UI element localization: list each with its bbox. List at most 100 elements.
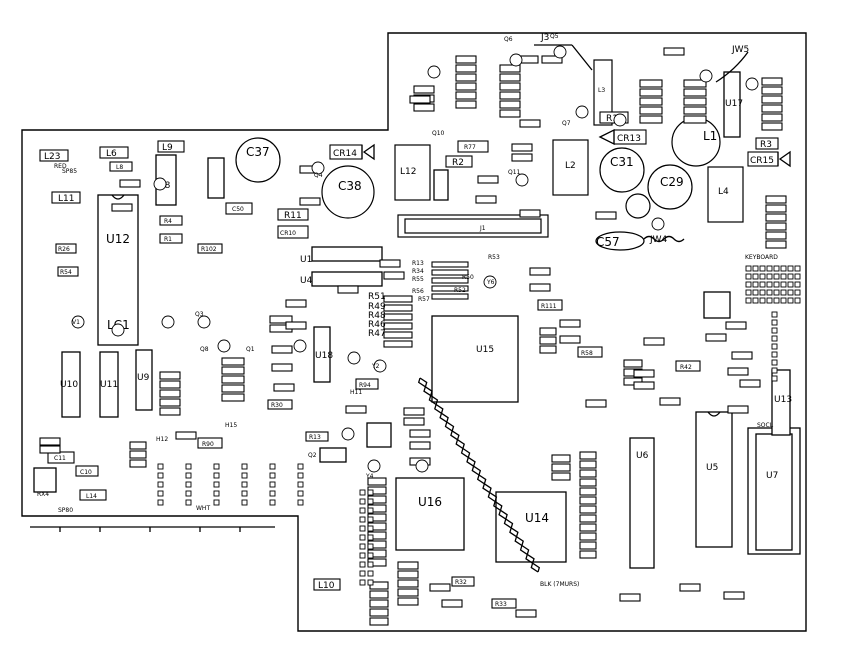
resistor-label: R54 — [60, 269, 72, 276]
diode-symbol — [361, 143, 375, 161]
ic-body-small — [207, 157, 225, 199]
round-component — [509, 53, 523, 67]
resistor-small — [345, 405, 367, 414]
inductor-label: L2 — [565, 161, 576, 171]
resistor-small — [559, 335, 581, 344]
resistor-small — [129, 459, 147, 468]
test-pad — [185, 490, 192, 497]
test-pad — [367, 507, 374, 514]
ic-label: U11 — [100, 380, 118, 390]
keyboard-pad — [794, 273, 801, 280]
resistor-small — [761, 86, 783, 95]
resistor-label: C50 — [232, 206, 244, 213]
resistor-small — [409, 95, 431, 104]
label-socl: SOCL — [757, 422, 774, 429]
ic-label: U18 — [315, 351, 333, 361]
keyboard-pad — [773, 273, 780, 280]
resistor-small — [455, 55, 477, 64]
ic-body — [723, 71, 741, 138]
ic-label: U17 — [725, 99, 743, 109]
inductor-body — [394, 144, 431, 201]
keyboard-pad — [752, 265, 759, 272]
resistor-bank — [383, 313, 413, 321]
round-component — [553, 45, 567, 59]
test-pad — [367, 561, 374, 568]
resistor-small — [159, 407, 181, 416]
label-r13: R13 — [412, 260, 424, 267]
resistor-small — [519, 119, 541, 128]
resistor-small — [765, 213, 787, 222]
resistor — [75, 465, 99, 477]
test-pad — [213, 481, 220, 488]
resistor-small — [725, 321, 747, 330]
ic-body-small — [703, 291, 731, 319]
resistor-bank — [431, 261, 469, 268]
resistor-label: R13 — [309, 434, 321, 441]
resistor-label: L23 — [44, 152, 60, 162]
ic-body — [311, 271, 383, 287]
label-q8: Q8 — [200, 346, 209, 353]
jumper-wire-jw4 — [643, 235, 685, 243]
inductor-body — [593, 59, 613, 126]
ic-body-inner — [755, 433, 793, 551]
test-pad — [359, 570, 366, 577]
resistor — [39, 149, 69, 162]
label-jw5: JW5 — [731, 45, 749, 55]
label-q7: Q7 — [562, 120, 571, 127]
resistor-small — [579, 550, 597, 559]
resistor-small — [383, 271, 405, 280]
label-q1: Q1 — [246, 346, 255, 353]
resistor-small — [271, 345, 293, 354]
keyboard-pad — [773, 265, 780, 272]
resistor-bank — [431, 269, 469, 276]
diode-label: CR10 — [280, 230, 296, 237]
resistor-small — [271, 363, 293, 372]
label-r52: R52 — [454, 287, 466, 294]
resistor-small — [403, 417, 425, 426]
keyboard-pad — [794, 265, 801, 272]
resistor-small — [731, 351, 753, 360]
resistor-label: R1 — [164, 236, 172, 243]
ic-label: U9 — [137, 373, 150, 383]
resistor-small — [397, 561, 419, 570]
keyboard-pad — [766, 281, 773, 288]
resistor-small — [499, 100, 521, 109]
resistor-small — [285, 299, 307, 308]
resistor-small — [111, 203, 133, 212]
resistor-small — [765, 204, 787, 213]
ic-body-small — [33, 467, 57, 493]
test-pad — [241, 499, 248, 506]
resistor-label: R90 — [202, 441, 214, 448]
test-pad — [359, 534, 366, 541]
resistor-bank — [383, 331, 413, 339]
round-component — [217, 339, 231, 353]
resistor-small — [579, 451, 597, 460]
diode-group: CR14 CR13 CR15 CR10 — [277, 128, 791, 239]
diode-body — [277, 225, 309, 239]
resistor-small — [397, 579, 419, 588]
test-pad — [771, 359, 778, 366]
resistor-small — [455, 82, 477, 91]
capacitor-label: C37 — [246, 145, 270, 159]
resistor-group: L23 L6 L8 L9 L11 R2 R11 R10 R3 R77 C50 C… — [39, 111, 779, 609]
label-r53: R53 — [488, 254, 500, 261]
round-component — [293, 339, 307, 353]
resistor-small — [499, 73, 521, 82]
keyboard-pad — [780, 297, 787, 304]
resistor-label: L8 — [116, 164, 123, 171]
ic-body — [431, 315, 519, 403]
inductor-body — [707, 166, 744, 223]
resistor — [51, 191, 81, 204]
label-r47: R47 — [368, 329, 386, 339]
resistor-small — [221, 375, 245, 384]
resistor-label: C10 — [80, 469, 92, 476]
resistor-label: L6 — [106, 149, 117, 159]
round-component — [613, 113, 627, 127]
label-r55: R55 — [412, 276, 424, 283]
twisted-wire — [417, 377, 541, 573]
resistor-small — [579, 460, 597, 469]
label-y2: Y2 — [371, 363, 380, 370]
ic-body — [135, 349, 153, 411]
label-jw4: JW4 — [649, 235, 668, 245]
round-component — [161, 315, 175, 329]
